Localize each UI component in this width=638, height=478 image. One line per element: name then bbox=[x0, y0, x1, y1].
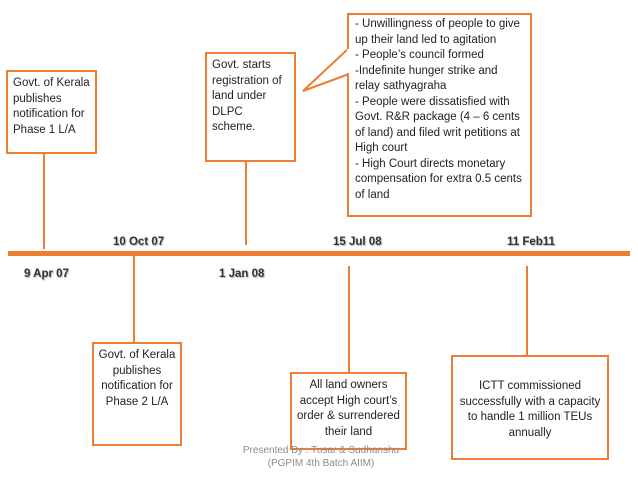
event-box-dlpc-registration: Govt. starts registration of land under … bbox=[205, 52, 296, 162]
callout-line: - Unwillingness of people to give up the… bbox=[355, 18, 520, 46]
callout-line: - People’s council formed bbox=[355, 49, 484, 61]
callout-box-agitation: - Unwillingness of people to give up the… bbox=[347, 13, 532, 217]
event-text: ICTT commissioned successfully with a ca… bbox=[459, 380, 601, 439]
event-box-ictt-commissioned: ICTT commissioned successfully with a ca… bbox=[451, 355, 609, 460]
callout-line: - People were dissatisfied with Govt. R&… bbox=[355, 95, 520, 155]
connector-line bbox=[526, 266, 528, 355]
connector-line bbox=[245, 162, 247, 245]
date-label: 9 Apr 07 bbox=[24, 268, 69, 280]
event-text: Govt. starts registration of land under … bbox=[212, 59, 282, 133]
event-text: Govt. of Kerala publishes notification f… bbox=[98, 349, 176, 408]
date-label: 15 Jul 08 bbox=[333, 236, 382, 248]
event-text: Govt. of Kerala publishes notification f… bbox=[13, 77, 90, 136]
event-box-phase2-notification: Govt. of Kerala publishes notification f… bbox=[92, 342, 182, 446]
event-box-land-surrender: All land owners accept High court’s orde… bbox=[290, 372, 407, 450]
callout-line: -Indefinite hunger strike and relay sath… bbox=[355, 64, 498, 93]
callout-seam bbox=[347, 49, 350, 73]
date-label: 1 Jan 08 bbox=[219, 268, 265, 280]
date-label: 10 Oct 07 bbox=[113, 236, 165, 248]
callout-line: - High Court directs monetary compensati… bbox=[355, 157, 522, 201]
connector-line bbox=[133, 256, 135, 342]
timeline-axis bbox=[8, 251, 630, 256]
event-text: All land owners accept High court’s orde… bbox=[297, 379, 400, 438]
connector-line bbox=[348, 266, 350, 372]
event-box-phase1-notification: Govt. of Kerala publishes notification f… bbox=[6, 70, 97, 154]
presenter-footer: Presented By : Tusar & Sudhanshu (PGPIM … bbox=[242, 445, 400, 469]
connector-line bbox=[43, 154, 45, 249]
date-label: 11 Feb11 bbox=[507, 236, 555, 248]
